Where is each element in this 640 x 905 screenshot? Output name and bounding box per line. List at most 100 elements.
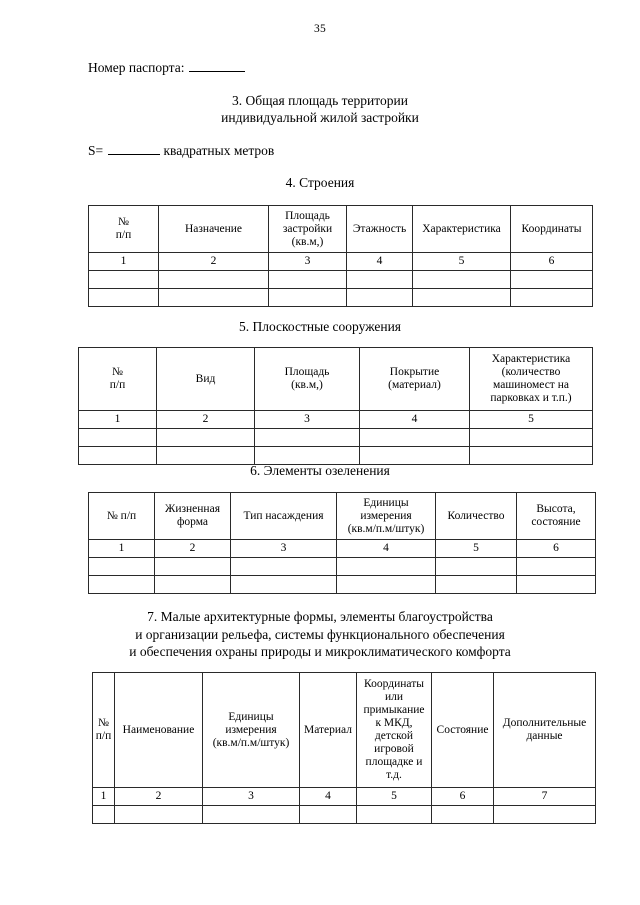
table-cell[interactable] [516, 557, 596, 576]
header-line: Координаты [364, 678, 424, 690]
header-line: Единицы [228, 710, 274, 723]
table-cell[interactable] [356, 805, 432, 824]
column-number: 1 [92, 787, 115, 806]
header-line: Покрытие [389, 366, 440, 378]
header-line: или [384, 691, 404, 703]
header-cell-vysota-sostoyanie: Высота, состояние [516, 492, 596, 540]
table-cell[interactable] [268, 270, 347, 289]
table-cell[interactable] [516, 575, 596, 594]
section-6-heading: 6. Элементы озеленения [250, 463, 390, 478]
column-number: 3 [230, 539, 337, 558]
header-line: Материал [303, 723, 352, 736]
column-number: 2 [156, 410, 255, 429]
table-cell[interactable] [88, 557, 155, 576]
table-cell[interactable] [154, 575, 231, 594]
table-cell[interactable] [230, 575, 337, 594]
header-line: детской [374, 730, 414, 742]
header-line: площадке и [365, 756, 423, 768]
table-cell[interactable] [92, 805, 115, 824]
table-cell[interactable] [431, 805, 494, 824]
header-line: (кв.м/п.м/штук) [212, 736, 290, 749]
total-area-line: S= квадратных метров [88, 143, 274, 159]
table-cell[interactable] [88, 270, 159, 289]
column-number: 3 [202, 787, 300, 806]
header-cell-ploshchad: Площадь (кв.м,) [254, 347, 360, 411]
table-row[interactable] [78, 446, 593, 465]
header-line: застройки [282, 222, 333, 235]
header-line: к МКД, [375, 717, 413, 729]
column-number: 1 [88, 252, 159, 271]
table-row[interactable] [88, 557, 596, 576]
column-number: 3 [254, 410, 360, 429]
table-cell[interactable] [346, 288, 413, 307]
header-line: Жизненная [165, 503, 220, 515]
column-number: 1 [78, 410, 157, 429]
table-header-row: № п/п Жизненная форма Тип насаждения Еди… [88, 492, 596, 540]
table-cell[interactable] [230, 557, 337, 576]
table-row[interactable] [88, 575, 596, 594]
table-cell[interactable] [78, 428, 157, 447]
header-line: Состояние [436, 723, 489, 736]
header-line: состояние [531, 516, 581, 528]
table-cell[interactable] [299, 805, 357, 824]
section-5-heading: 5. Плоскостные сооружения [238, 319, 401, 334]
header-cell-harakteristika: Характеристика (количество машиномест на… [469, 347, 593, 411]
table-cell[interactable] [254, 428, 360, 447]
table-cell[interactable] [469, 428, 593, 447]
table-row[interactable] [92, 805, 596, 824]
column-number: 5 [435, 539, 517, 558]
table-cell[interactable] [88, 288, 159, 307]
header-line: измерения [360, 509, 412, 522]
section-3-heading: 3. Общая площадь территории индивидуальн… [0, 92, 640, 126]
header-line: примыкание [363, 704, 425, 716]
column-number: 4 [346, 252, 413, 271]
table-row[interactable] [88, 288, 593, 307]
table-cell[interactable] [435, 557, 517, 576]
table-cell[interactable] [156, 428, 255, 447]
table-cell[interactable] [88, 575, 155, 594]
table-cell[interactable] [412, 270, 511, 289]
header-cell-koordinaty: Координаты [510, 205, 593, 253]
table-cell[interactable] [336, 557, 436, 576]
column-number: 3 [268, 252, 347, 271]
header-line: (кв.м,) [291, 379, 323, 391]
table-cell[interactable] [469, 446, 593, 465]
column-number: 2 [154, 539, 231, 558]
table-cell[interactable] [435, 575, 517, 594]
area-value-blank[interactable] [108, 143, 161, 155]
header-line: Площадь [284, 366, 330, 378]
table-header-row: № п/п Наименование Единицы измерения (кв… [92, 672, 596, 788]
header-line: Дополнительные [502, 717, 587, 729]
table-cell[interactable] [336, 575, 436, 594]
header-line: п/п [109, 379, 126, 391]
table-cell[interactable] [412, 288, 511, 307]
table-cell[interactable] [154, 557, 231, 576]
header-line: Тип насаждения [243, 509, 324, 522]
column-number: 4 [299, 787, 357, 806]
table-cell[interactable] [114, 805, 203, 824]
header-line: Назначение [184, 222, 243, 235]
header-line: Высота, [536, 503, 576, 515]
table-cell[interactable] [268, 288, 347, 307]
table-cell[interactable] [158, 270, 269, 289]
header-cell-vid: Вид [156, 347, 255, 411]
header-line: п/п [95, 730, 112, 742]
table-header-row: № п/п Назначение Площадь застройки (кв.м… [88, 205, 593, 253]
table-cell[interactable] [510, 288, 593, 307]
passport-number-blank[interactable] [189, 60, 246, 72]
table-row[interactable] [78, 428, 593, 447]
header-cell-zhiznennaya-forma: Жизненная форма [154, 492, 231, 540]
table-cell[interactable] [510, 270, 593, 289]
header-line: игровой [374, 743, 414, 755]
header-cell-etazhnost: Этажность [346, 205, 413, 253]
table-cell[interactable] [359, 428, 470, 447]
table-row[interactable] [88, 270, 593, 289]
header-line: измерения [225, 723, 277, 736]
header-cell-edinicy-izmereniya: Единицы измерения (кв.м/п.м/штук) [202, 672, 300, 788]
column-number: 2 [158, 252, 269, 271]
table-cell[interactable] [493, 805, 596, 824]
table-cell[interactable] [202, 805, 300, 824]
table-cell[interactable] [158, 288, 269, 307]
table-number-row: 1 2 3 4 5 6 [88, 252, 593, 271]
table-cell[interactable] [346, 270, 413, 289]
